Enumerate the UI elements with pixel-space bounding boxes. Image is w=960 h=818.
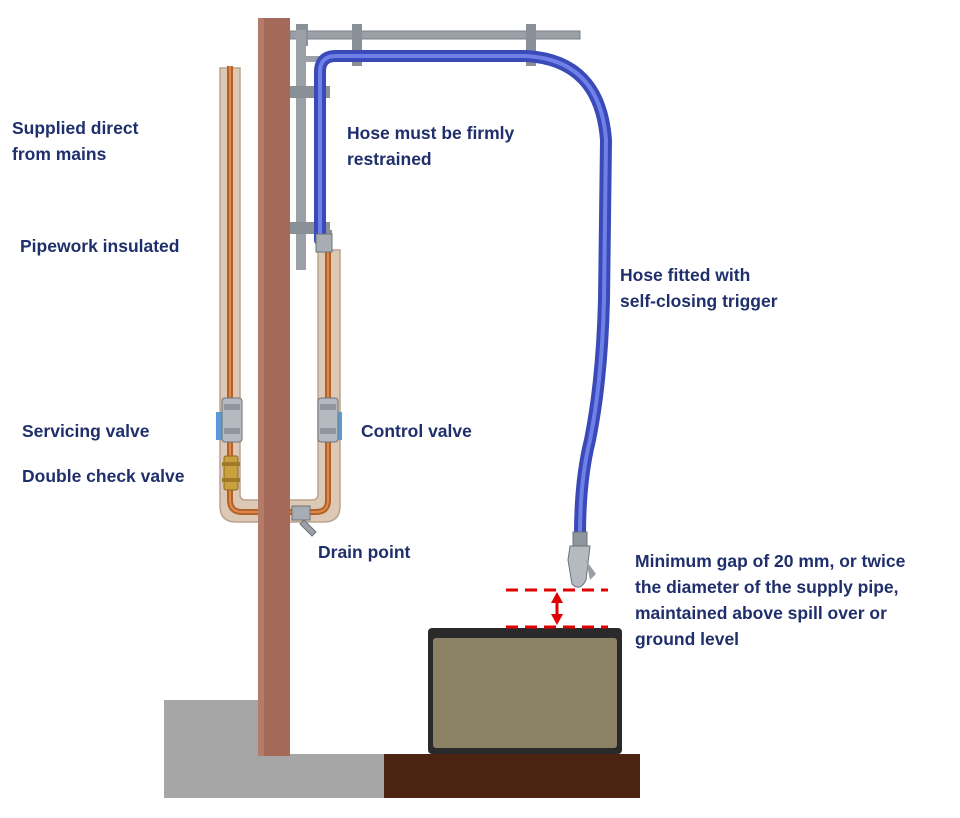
label-drain-point: Drain point [318,542,411,562]
label-hose-restrained-line1: Hose must be firmly [347,123,515,143]
control-valve [317,397,342,443]
label-gap-line1: Minimum gap of 20 mm, or twice [635,551,906,571]
air-gap-marker [506,588,608,629]
label-gap-line2: the diameter of the supply pipe, [635,577,899,597]
drain-point [291,505,317,537]
trigger-nozzle [567,531,596,588]
container [428,628,622,754]
label-supplied-line2: from mains [12,144,107,164]
label-supplied: Supplied direct from mains [12,115,138,167]
label-gap-line4: ground level [635,629,740,649]
label-hose-trigger-line2: self-closing trigger [620,291,778,311]
label-hose-trigger-line1: Hose fitted with [620,265,751,285]
label-hose-restrained: Hose must be firmly restrained [347,120,514,172]
double-check-valve [222,455,240,491]
label-pipework: Pipework insulated [20,236,180,256]
label-gap-line3: maintained above spill over or [635,603,887,623]
label-control-valve: Control valve [361,421,472,441]
ground [164,700,640,798]
label-servicing-valve: Servicing valve [22,421,150,441]
label-double-check-valve: Double check valve [22,466,185,486]
servicing-valve [216,397,243,443]
label-minimum-gap: Minimum gap of 20 mm, or twice the diame… [635,548,905,652]
earth-ground [384,754,640,798]
label-hose-restrained-line2: restrained [347,149,432,169]
label-hose-trigger: Hose fitted with self-closing trigger [620,262,778,314]
concrete-ground [164,754,384,798]
label-supplied-line1: Supplied direct [12,118,139,138]
